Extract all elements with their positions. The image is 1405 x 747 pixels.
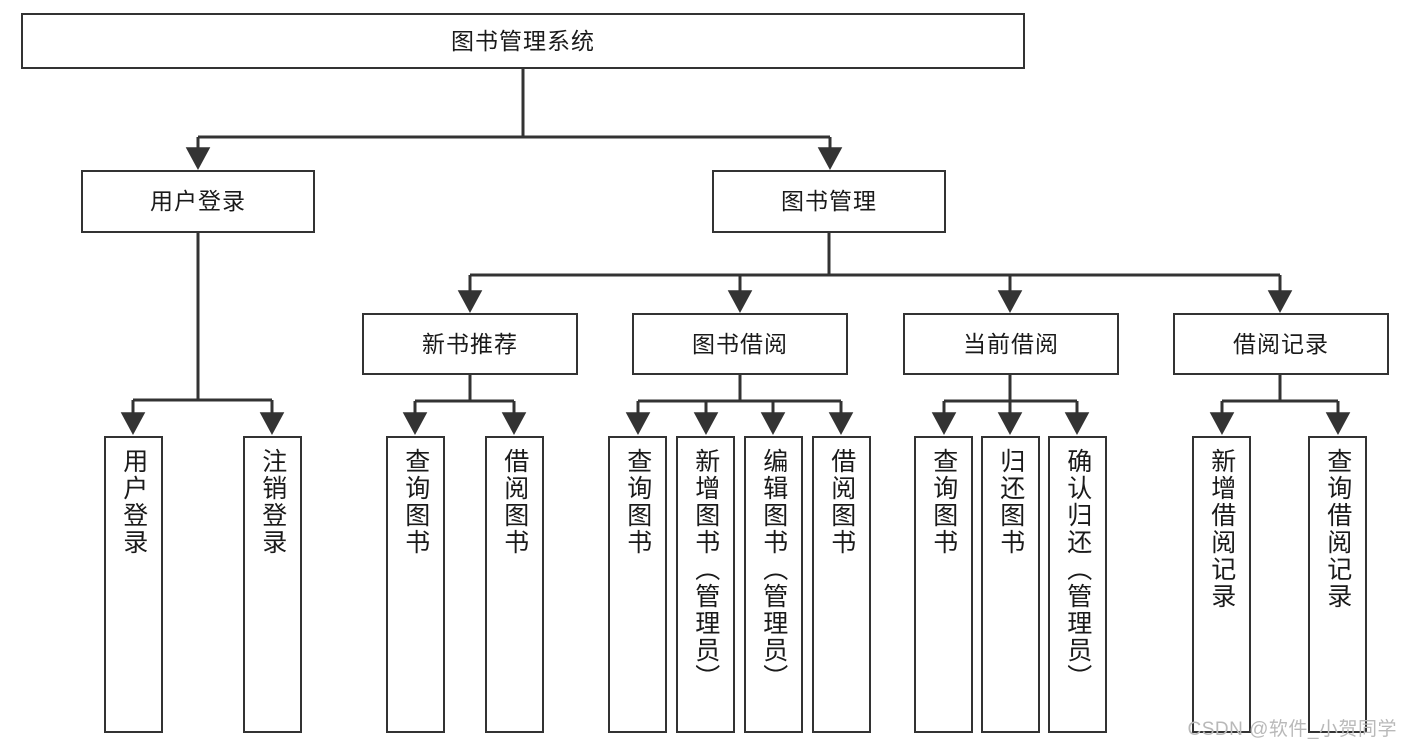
leaf-current-query-book[interactable]: 查询图书 (914, 436, 973, 733)
node-borrow-record[interactable]: 借阅记录 (1173, 313, 1389, 375)
node-label: 新增图书（管理员） (691, 448, 720, 691)
leaf-record-add[interactable]: 新增借阅记录 (1192, 436, 1251, 733)
node-current-borrow[interactable]: 当前借阅 (903, 313, 1119, 375)
node-label: 新书推荐 (422, 330, 518, 357)
node-label: 用户登录 (119, 448, 148, 556)
node-label: 确认归还（管理员） (1063, 448, 1092, 691)
node-root-system[interactable]: 图书管理系统 (21, 13, 1025, 69)
csdn-watermark: CSDN @软件_小贺同学 (1187, 719, 1397, 740)
node-label: 注销登录 (258, 448, 287, 556)
node-label: 编辑图书（管理员） (759, 448, 788, 691)
leaf-borrow-query-book[interactable]: 查询图书 (608, 436, 667, 733)
node-label: 归还图书 (996, 448, 1025, 556)
leaf-new-book-query[interactable]: 查询图书 (386, 436, 445, 733)
node-book-borrow[interactable]: 图书借阅 (632, 313, 848, 375)
node-label: 借阅记录 (1233, 330, 1329, 357)
leaf-borrow-add-book[interactable]: 新增图书（管理员） (676, 436, 735, 733)
node-book-management[interactable]: 图书管理 (712, 170, 946, 233)
leaf-borrow-edit-book[interactable]: 编辑图书（管理员） (744, 436, 803, 733)
node-label: 新增借阅记录 (1207, 448, 1236, 610)
node-label: 查询借阅记录 (1323, 448, 1352, 610)
node-label: 图书借阅 (692, 330, 788, 357)
leaf-user-login-logout[interactable]: 注销登录 (243, 436, 302, 733)
node-user-login[interactable]: 用户登录 (81, 170, 315, 233)
leaf-borrow-borrow-book[interactable]: 借阅图书 (812, 436, 871, 733)
node-label: 图书管理 (781, 188, 877, 215)
node-label: 查询图书 (623, 448, 652, 556)
leaf-new-book-borrow[interactable]: 借阅图书 (485, 436, 544, 733)
node-label: 借阅图书 (500, 448, 529, 556)
leaf-current-return-book[interactable]: 归还图书 (981, 436, 1040, 733)
leaf-record-query[interactable]: 查询借阅记录 (1308, 436, 1367, 733)
node-label: 查询图书 (401, 448, 430, 556)
node-label: 查询图书 (929, 448, 958, 556)
leaf-user-login-login[interactable]: 用户登录 (104, 436, 163, 733)
node-label: 借阅图书 (827, 448, 856, 556)
node-label: 当前借阅 (963, 330, 1059, 357)
node-new-book-recommend[interactable]: 新书推荐 (362, 313, 578, 375)
node-label: 图书管理系统 (451, 27, 595, 54)
node-label: 用户登录 (150, 188, 246, 215)
leaf-current-confirm-return[interactable]: 确认归还（管理员） (1048, 436, 1107, 733)
